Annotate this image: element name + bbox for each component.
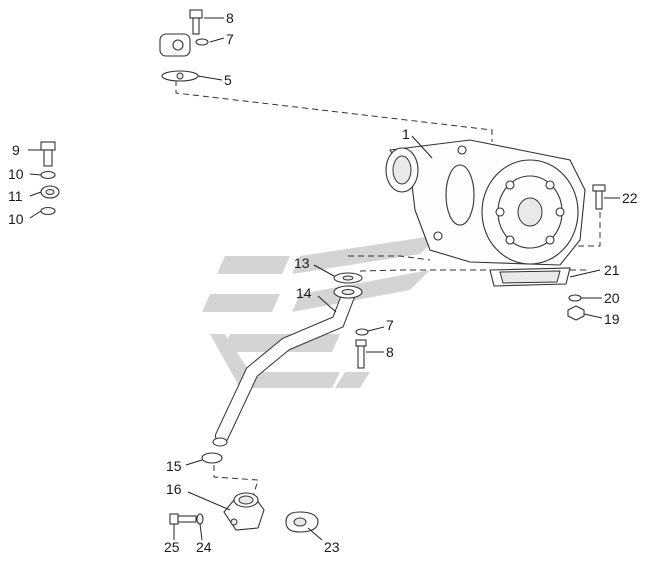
- washer-10-upper: [40, 170, 56, 180]
- callout-23: 23: [324, 539, 340, 555]
- callout-15: 15: [166, 458, 182, 474]
- washer-7-mid: [355, 328, 369, 336]
- bolt-8-top: [189, 9, 203, 35]
- elbow-flange-16: [223, 492, 265, 531]
- washer-7-top: [195, 38, 209, 46]
- callout-7-top: 7: [226, 31, 234, 47]
- callout-8-top: 8: [226, 10, 234, 26]
- callout-16: 16: [166, 481, 182, 497]
- callout-7-mid: 7: [386, 317, 394, 333]
- nut-19: [567, 305, 585, 321]
- callout-9: 9: [12, 142, 20, 158]
- o-ring-15: [201, 452, 223, 464]
- bolt-8-mid: [355, 339, 367, 369]
- callout-5: 5: [224, 72, 232, 88]
- oil-drain-pipe-14: [212, 285, 363, 447]
- gasket-21: [489, 267, 571, 287]
- callout-labels: 8 7 5 1 9 10 11 10 22 13 14 21 20 19 7 8…: [8, 10, 638, 555]
- callout-1: 1: [402, 126, 410, 142]
- bolt-22: [592, 184, 606, 210]
- callout-21: 21: [604, 262, 620, 278]
- callout-10-lower: 10: [8, 211, 24, 227]
- callout-25: 25: [164, 539, 180, 555]
- callout-11: 11: [8, 188, 23, 204]
- bolt-9: [40, 141, 56, 167]
- washer-20: [568, 294, 582, 302]
- turbocharger: [385, 139, 586, 266]
- callout-22: 22: [622, 190, 638, 206]
- callout-10-upper: 10: [8, 166, 24, 182]
- watermark-logo: [202, 235, 440, 388]
- bolt-25: [169, 513, 197, 525]
- washer-10-lower: [40, 206, 56, 216]
- gasket-13: [333, 272, 363, 284]
- gasket-5: [161, 70, 199, 82]
- callout-24: 24: [196, 539, 212, 555]
- washer-24: [196, 513, 204, 525]
- oil-feed-pipe: [59, 33, 191, 192]
- callout-19: 19: [604, 311, 620, 327]
- callout-14: 14: [296, 285, 312, 301]
- leader-lines: [28, 17, 620, 541]
- callout-13: 13: [294, 255, 310, 271]
- callout-8-mid: 8: [386, 344, 394, 360]
- gasket-23: [285, 511, 319, 533]
- callout-20: 20: [604, 290, 620, 306]
- banjo-fitting-11: [40, 185, 60, 199]
